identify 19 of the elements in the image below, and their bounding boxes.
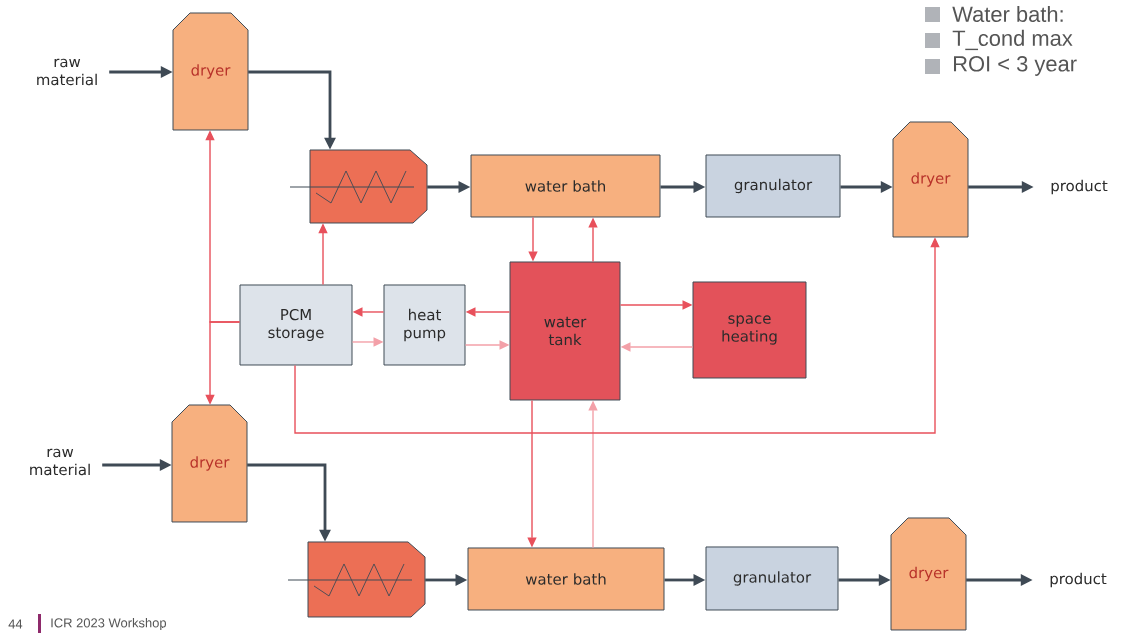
heat-exchanger-drawing bbox=[289, 149, 428, 224]
flow-label: product bbox=[1050, 572, 1107, 588]
heat-exchanger-drawing bbox=[287, 541, 426, 618]
process-box: space heating bbox=[692, 281, 807, 379]
process-box: heat pump bbox=[383, 284, 466, 366]
page-number: 44 bbox=[8, 619, 23, 629]
process-box: PCM storage bbox=[239, 284, 353, 366]
process-box: granulator bbox=[705, 154, 841, 218]
flow-label: raw material bbox=[30, 448, 90, 476]
bullet-text: Water bath: bbox=[952, 5, 1063, 23]
footer-text: ICR 2023 Workshop bbox=[51, 617, 167, 630]
bullet-text: ROI < 3 year bbox=[954, 56, 1077, 76]
process-box: granulator bbox=[705, 546, 839, 611]
bullet-text: T_cond max bbox=[952, 29, 1073, 51]
process-box: water bath bbox=[470, 154, 661, 218]
flow-label: raw material bbox=[37, 58, 97, 86]
flow-label: product bbox=[1051, 179, 1108, 195]
process-box: water tank bbox=[509, 261, 621, 401]
process-box: water bath bbox=[467, 547, 665, 611]
